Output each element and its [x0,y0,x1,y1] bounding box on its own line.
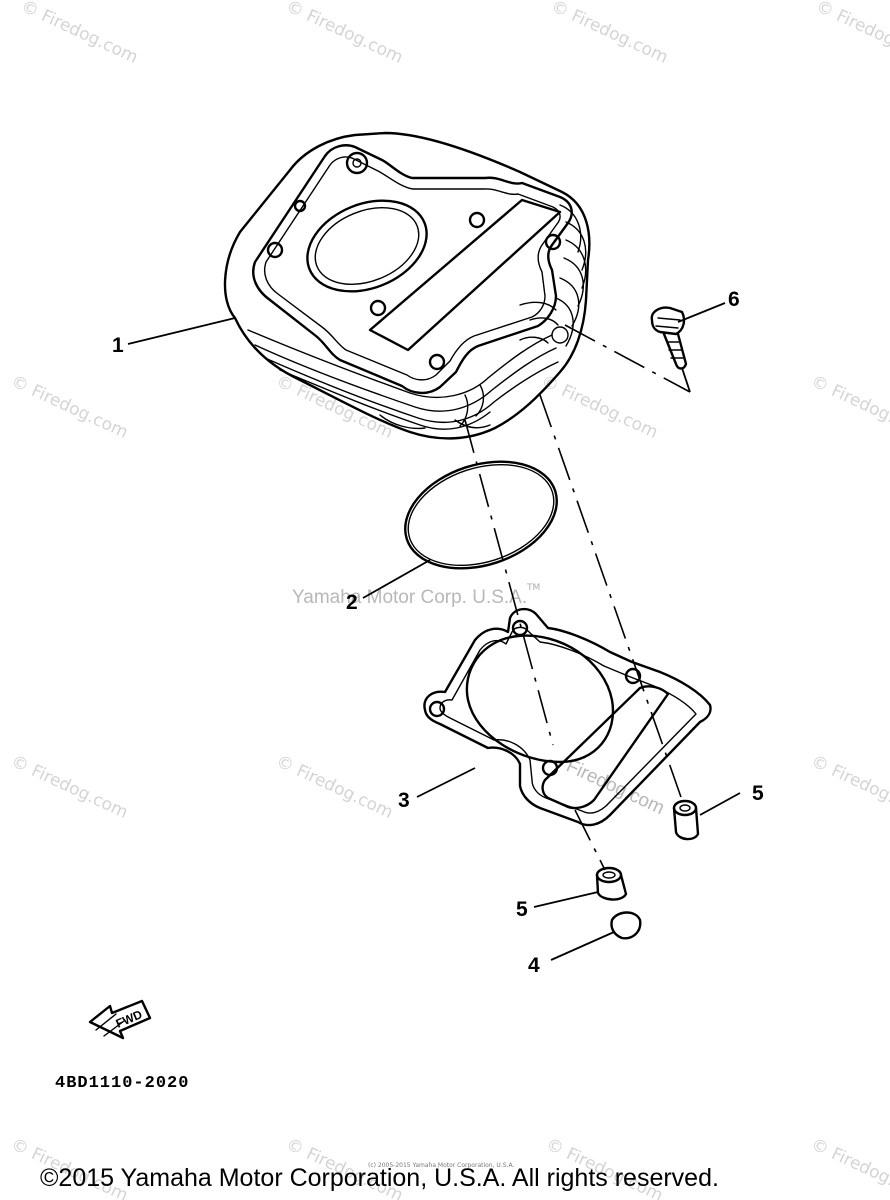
dowel-pin-part-5-lower [595,866,628,901]
watermark-firedog: © Firedog.com [813,0,890,68]
watermark-yamaha: Yamaha Motor Corp. U.S.A. [292,587,527,608]
callout-1: 1 [112,334,124,357]
o-ring-part-2 [404,460,558,570]
callout-5-upper: 5 [752,782,764,805]
watermark-firedog: © Firedog.com [8,751,131,823]
dowel-pin-part-5-upper [672,799,700,841]
bolt-part-6 [650,306,688,370]
watermark-firedog: © Firedog.com [808,1134,890,1200]
watermark-tm: TM [526,583,540,593]
callout-5-lower: 5 [516,898,528,921]
watermark-firedog: © Firedog.com [273,371,396,443]
fine-print: (c) 2005-2015 Yamaha Motor Corporation, … [368,1162,514,1169]
callout-4: 4 [528,954,540,977]
watermark-firedog: © Firedog.com [808,371,890,443]
callout-2: 2 [346,591,358,614]
callout-6: 6 [728,288,740,311]
callout-3: 3 [398,789,410,812]
fwd-arrow-icon: FWD [88,999,152,1040]
watermark-firedog: © Firedog.com [808,751,890,823]
copyright-text: ©2015 Yamaha Motor Corporation, U.S.A. A… [40,1164,719,1192]
watermark-firedog: © Firedog.com [538,371,661,443]
watermark-firedog: © Firedog.com [283,0,406,68]
plug-part-4 [610,911,642,940]
watermark-firedog: © Firedog.com [548,0,671,68]
assembly-lines [464,324,691,871]
callouts: 1 2 3 5 5 4 6 [112,288,764,977]
gasket-part-3 [423,607,712,827]
watermark-firedog: © Firedog.com [8,371,131,443]
watermark-firedog: © Firedog.com [273,751,396,823]
part-code: 4BD1110-2020 [55,1074,189,1093]
watermark-firedog: © Firedog.com [18,0,141,68]
leader-lines [127,302,741,961]
